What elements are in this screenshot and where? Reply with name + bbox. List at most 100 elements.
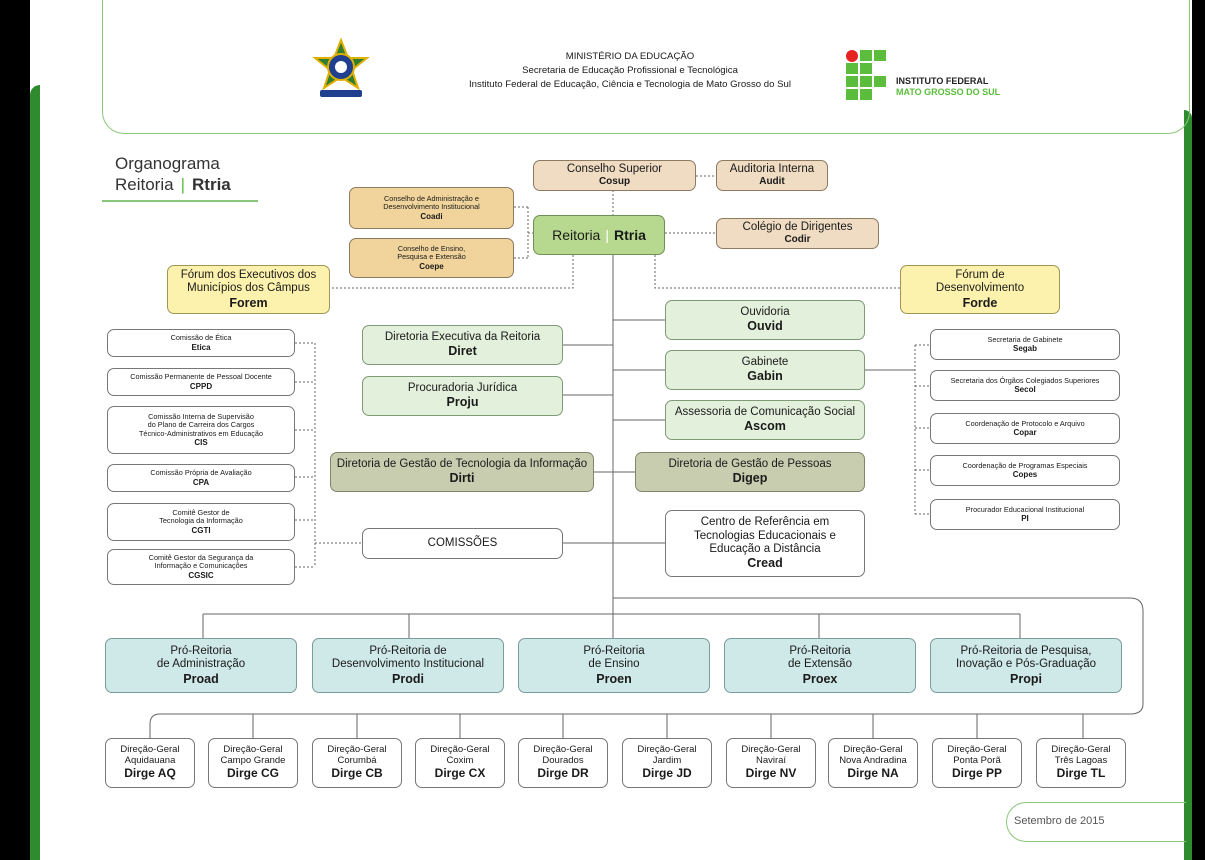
dirge-nv-city: Naviraí bbox=[755, 755, 787, 767]
coadi-box[interactable]: Conselho de Administração e Desenvolvime… bbox=[349, 187, 514, 229]
footer-frame bbox=[1006, 802, 1186, 842]
proen-name-1: Pró-Reitoria bbox=[583, 645, 645, 658]
proex-abbr: Proex bbox=[802, 671, 838, 686]
dirge-nv-abbr: Dirge NV bbox=[745, 766, 797, 781]
dirge-jd-city: Jardim bbox=[652, 755, 682, 767]
dirge-pp-abbr: Dirge PP bbox=[951, 766, 1002, 781]
digep-name: Diretoria de Gestão de Pessoas bbox=[668, 458, 832, 471]
reitoria-abbr: Rtria bbox=[613, 226, 646, 243]
page-title-reitoria: Reitoria bbox=[115, 175, 174, 194]
diret-box[interactable]: Diretoria Executiva da Reitoria Diret bbox=[362, 325, 563, 365]
dirge-nv-box[interactable]: Direção-Geral Naviraí Dirge NV bbox=[726, 738, 816, 788]
coadi-abbr: Coadi bbox=[420, 211, 443, 221]
cis-abbr: CIS bbox=[194, 437, 208, 447]
propi-box[interactable]: Pró-Reitoria de Pesquisa, Inovação e Pós… bbox=[930, 638, 1122, 693]
reitoria-box[interactable]: Reitoria | Rtria bbox=[533, 215, 665, 255]
cis-box[interactable]: Comissão Interna de Supervisão do Plano … bbox=[107, 406, 295, 454]
proju-box[interactable]: Procuradoria Jurídica Proju bbox=[362, 376, 563, 416]
proen-abbr: Proen bbox=[596, 671, 632, 686]
dirge-na-box[interactable]: Direção-Geral Nova Andradina Dirge NA bbox=[828, 738, 918, 788]
dirge-na-city: Nova Andradina bbox=[839, 755, 907, 767]
auditoria-interna-box[interactable]: Auditoria Interna Audit bbox=[716, 160, 828, 191]
header-institute: Instituto Federal de Educação, Ciência e… bbox=[469, 79, 791, 90]
dirge-jd-box[interactable]: Direção-Geral Jardim Dirge JD bbox=[622, 738, 712, 788]
digep-box[interactable]: Diretoria de Gestão de Pessoas Digep bbox=[635, 452, 865, 492]
proad-abbr: Proad bbox=[183, 671, 219, 686]
if-logo-icon bbox=[846, 50, 892, 100]
dirge-cx-city: Coxim bbox=[446, 755, 474, 767]
right-bar bbox=[1192, 0, 1205, 860]
header-frame bbox=[102, 0, 1190, 134]
dirge-cg-abbr: Dirge CG bbox=[226, 766, 279, 781]
conselho-superior-box[interactable]: Conselho Superior Cosup bbox=[533, 160, 696, 191]
etica-abbr: Etica bbox=[191, 342, 211, 352]
cppd-box[interactable]: Comissão Permanente de Pessoal Docente C… bbox=[107, 368, 295, 396]
copes-abbr: Copes bbox=[1012, 470, 1038, 480]
proad-name-2: de Administração bbox=[156, 658, 246, 671]
audit-abbr: Audit bbox=[759, 176, 785, 188]
if-logo-text: INSTITUTO FEDERAL MATO GROSSO DO SUL bbox=[896, 76, 1000, 98]
cgsic-name-1: Comitê Gestor da Segurança da bbox=[148, 553, 254, 563]
dirge-cx-label: Direção-Geral bbox=[430, 744, 490, 756]
codir-name: Colégio de Dirigentes bbox=[742, 221, 853, 234]
prodi-box[interactable]: Pró-Reitoria de Desenvolvimento Instituc… bbox=[312, 638, 504, 693]
secol-box[interactable]: Secretaria dos Órgãos Colegiados Superio… bbox=[930, 370, 1120, 401]
cread-name-3: Educação a Distância bbox=[709, 542, 821, 555]
coepe-abbr: Coepe bbox=[419, 261, 444, 271]
etica-name: Comissão de Ética bbox=[170, 333, 232, 343]
forem-abbr: Forem bbox=[229, 295, 268, 310]
gabin-box[interactable]: Gabinete Gabin bbox=[665, 350, 865, 390]
dirge-tl-box[interactable]: Direção-Geral Três Lagoas Dirge TL bbox=[1036, 738, 1126, 788]
dirge-aq-city: Aquidauana bbox=[124, 755, 176, 767]
copes-box[interactable]: Coordenação de Programas Especiais Copes bbox=[930, 455, 1120, 486]
cgti-box[interactable]: Comitê Gestor de Tecnologia da Informaçã… bbox=[107, 503, 295, 541]
proju-name: Procuradoria Jurídica bbox=[407, 382, 518, 395]
dirge-pp-box[interactable]: Direção-Geral Ponta Porã Dirge PP bbox=[932, 738, 1022, 788]
ouvid-box[interactable]: Ouvidoria Ouvid bbox=[665, 300, 865, 340]
dirge-tl-city: Três Lagoas bbox=[1054, 755, 1108, 767]
dirge-dr-box[interactable]: Direção-Geral Dourados Dirge DR bbox=[518, 738, 608, 788]
forem-box[interactable]: Fórum dos Executivos dos Municípios dos … bbox=[167, 265, 330, 314]
prodi-abbr: Prodi bbox=[392, 671, 424, 686]
cgsic-box[interactable]: Comitê Gestor da Segurança da Informação… bbox=[107, 549, 295, 585]
dirge-tl-abbr: Dirge TL bbox=[1056, 766, 1106, 781]
left-green-edge bbox=[30, 85, 40, 860]
proad-name-1: Pró-Reitoria bbox=[170, 645, 232, 658]
reitoria-separator: | bbox=[605, 226, 609, 243]
header-titles: MINISTÉRIO DA EDUCAÇÃO Secretaria de Edu… bbox=[430, 50, 830, 92]
ascom-box[interactable]: Assessoria de Comunicação Social Ascom bbox=[665, 400, 865, 440]
forem-name-2: Municípios dos Câmpus bbox=[187, 282, 310, 295]
proad-box[interactable]: Pró-Reitoria de Administração Proad bbox=[105, 638, 297, 693]
segab-box[interactable]: Secretaria de Gabinete Segab bbox=[930, 329, 1120, 360]
dirti-box[interactable]: Diretoria de Gestão de Tecnologia da Inf… bbox=[330, 452, 594, 492]
comissoes-label: COMISSÕES bbox=[427, 536, 498, 549]
cppd-abbr: CPPD bbox=[189, 381, 213, 391]
codir-box[interactable]: Colégio de Dirigentes Codir bbox=[716, 218, 879, 249]
header-secretariat: Secretaria de Educação Profissional e Te… bbox=[522, 65, 738, 76]
coepe-box[interactable]: Conselho de Ensino, Pesquisa e Extensão … bbox=[349, 238, 514, 278]
proen-box[interactable]: Pró-Reitoria de Ensino Proen bbox=[518, 638, 710, 693]
dirge-cx-box[interactable]: Direção-Geral Coxim Dirge CX bbox=[415, 738, 505, 788]
propi-name-1: Pró-Reitoria de Pesquisa, bbox=[960, 645, 1092, 658]
dirge-na-abbr: Dirge NA bbox=[847, 766, 899, 781]
dirge-cx-abbr: Dirge CX bbox=[434, 766, 486, 781]
proex-box[interactable]: Pró-Reitoria de Extensão Proex bbox=[724, 638, 916, 693]
header-ministry: MINISTÉRIO DA EDUCAÇÃO bbox=[565, 51, 695, 62]
comissoes-box[interactable]: COMISSÕES bbox=[362, 528, 563, 559]
copar-box[interactable]: Coordenação de Protocolo e Arquivo Copar bbox=[930, 413, 1120, 444]
forde-name-1: Fórum de bbox=[955, 269, 1005, 282]
dirge-cg-box[interactable]: Direção-Geral Campo Grande Dirge CG bbox=[208, 738, 298, 788]
segab-name: Secretaria de Gabinete bbox=[987, 334, 1063, 344]
forde-box[interactable]: Fórum de Desenvolvimento Forde bbox=[900, 265, 1060, 314]
cpa-name: Comissão Própria de Avaliação bbox=[150, 468, 252, 478]
cpa-box[interactable]: Comissão Própria de Avaliação CPA bbox=[107, 464, 295, 492]
coepe-name-2: Pesquisa e Extensão bbox=[397, 252, 466, 262]
comissao-etica-box[interactable]: Comissão de Ética Etica bbox=[107, 329, 295, 357]
pi-box[interactable]: Procurador Educacional Institucional PI bbox=[930, 499, 1120, 530]
dirge-aq-box[interactable]: Direção-Geral Aquidauana Dirge AQ bbox=[105, 738, 195, 788]
segab-abbr: Segab bbox=[1012, 344, 1037, 354]
diret-abbr: Diret bbox=[448, 344, 477, 359]
dirge-cb-box[interactable]: Direção-Geral Corumbá Dirge CB bbox=[312, 738, 402, 788]
cread-box[interactable]: Centro de Referência em Tecnologias Educ… bbox=[665, 510, 865, 577]
